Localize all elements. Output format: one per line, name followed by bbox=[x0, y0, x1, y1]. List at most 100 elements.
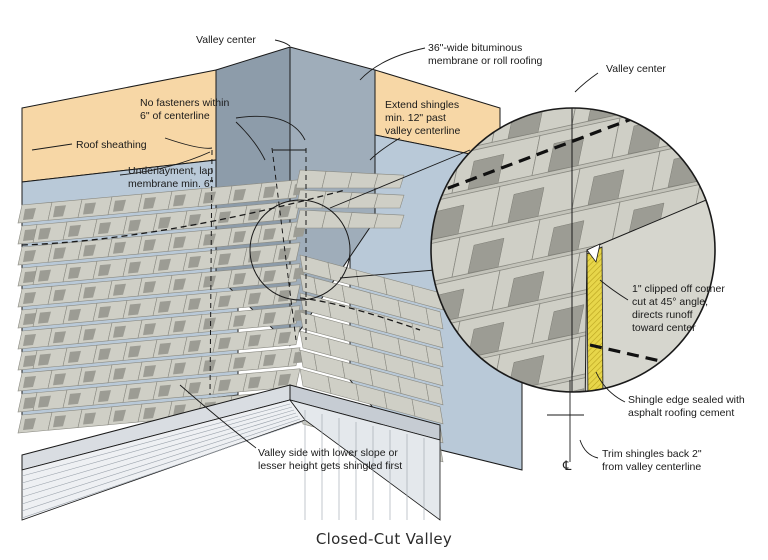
shingle-shadow bbox=[38, 353, 51, 366]
soffit-board bbox=[21, 415, 299, 505]
shingle-shadow bbox=[233, 230, 246, 243]
label-no-fasteners-1: No fasteners within bbox=[140, 97, 229, 109]
soffit-right bbox=[288, 399, 441, 521]
label-valley-center-detail: Valley center bbox=[606, 63, 666, 75]
shingle-shadow bbox=[128, 219, 141, 232]
label-valley-side-1: Valley side with lower slope or bbox=[258, 447, 398, 459]
shingle-shadow bbox=[23, 376, 36, 388]
shingle-shadow bbox=[203, 359, 216, 372]
shingle-shadow bbox=[218, 253, 231, 266]
soffit-board bbox=[21, 403, 291, 477]
shingle-shadow bbox=[233, 356, 246, 369]
label-clipped-4: toward center bbox=[632, 322, 696, 334]
detail-shingle-shadow bbox=[587, 169, 625, 206]
shingle-shadow bbox=[278, 373, 291, 386]
shingle-shadow bbox=[278, 205, 291, 218]
shingle-shadow bbox=[128, 303, 141, 316]
label-membrane-2: membrane or roll roofing bbox=[428, 55, 543, 67]
shingle-shadow bbox=[38, 269, 51, 282]
shingle-shadow bbox=[158, 384, 171, 397]
shingle-shadow bbox=[53, 331, 66, 344]
detail-shingle-shadow bbox=[547, 136, 585, 172]
label-clipped-2: cut at 45° angle, bbox=[632, 296, 708, 308]
soffit-board bbox=[21, 418, 301, 512]
soffit-boards bbox=[21, 403, 425, 520]
shingle-shadow bbox=[218, 379, 231, 392]
label-extend-2: min. 12" past bbox=[385, 112, 446, 124]
shingle-shadow bbox=[23, 355, 36, 367]
shingle-shadow bbox=[98, 306, 111, 319]
chalk-line-left bbox=[21, 189, 346, 246]
detail-shingle-shadow bbox=[467, 237, 505, 274]
shingle-tab bbox=[411, 360, 444, 387]
shingle-shadow bbox=[278, 331, 291, 344]
shingle-shadow bbox=[143, 365, 156, 378]
shingle-shadow bbox=[263, 354, 276, 367]
shingle-shadow bbox=[23, 334, 36, 346]
label-sealed-1: Shingle edge sealed with bbox=[628, 394, 745, 406]
shingle-shadow bbox=[113, 409, 126, 422]
shingle-tab bbox=[411, 398, 444, 425]
shingle-tab bbox=[425, 345, 444, 368]
detail-shingle-tab bbox=[652, 50, 740, 108]
shingle-shadow bbox=[188, 339, 201, 352]
shingle-tab bbox=[295, 209, 327, 229]
shingle-shadow bbox=[38, 227, 51, 240]
shingle-shadow bbox=[233, 272, 246, 285]
shingle-shadow bbox=[188, 381, 201, 394]
shingle-tab bbox=[411, 284, 444, 311]
shingle-tab bbox=[299, 311, 318, 334]
shingle-tab bbox=[373, 193, 405, 209]
shingle-shadow bbox=[143, 323, 156, 336]
shingle-shadow bbox=[203, 317, 216, 330]
shingle-shadow bbox=[263, 186, 276, 199]
fastener-guide-left bbox=[209, 149, 213, 396]
shingle-shadow bbox=[143, 197, 156, 210]
detail-clipped-corner bbox=[586, 243, 601, 263]
shingle-shadow bbox=[218, 337, 231, 350]
detail-connector-bottom bbox=[339, 269, 436, 279]
shingle-shadow bbox=[248, 292, 261, 305]
shingle-shadow bbox=[98, 348, 111, 361]
shingle-shadow bbox=[203, 191, 216, 204]
detail-shingle-tab bbox=[691, 334, 715, 392]
shingle-shadow bbox=[68, 308, 81, 321]
shingle-shadow bbox=[293, 225, 306, 238]
shingle-shadow bbox=[113, 367, 126, 380]
soffit-board bbox=[21, 421, 303, 519]
shingle-shadow bbox=[113, 241, 126, 254]
label-valley-center-main: Valley center bbox=[196, 34, 256, 46]
detail-shingle-shadow bbox=[507, 187, 545, 223]
shingle-shadow bbox=[263, 228, 276, 241]
shingle-shadow bbox=[218, 295, 231, 308]
detail-chalk-line-top bbox=[431, 110, 651, 197]
shingle-shadow bbox=[23, 397, 36, 409]
shingle-shadow bbox=[113, 283, 126, 296]
shingle-shadow bbox=[248, 376, 261, 389]
figure-caption: Closed-Cut Valley bbox=[316, 530, 452, 548]
shingle-shadow bbox=[248, 208, 261, 221]
shingle-shadow bbox=[23, 208, 36, 220]
shingle-shadow bbox=[218, 211, 231, 224]
shingle-tab bbox=[299, 349, 318, 372]
label-underlayment-2: membrane min. 6" bbox=[128, 178, 214, 190]
label-trim-2: from valley centerline bbox=[602, 461, 701, 473]
label-clipped-3: directs runoff bbox=[632, 309, 693, 321]
label-no-fasteners-2: 6" of centerline bbox=[140, 110, 210, 122]
shingle-shadow bbox=[83, 328, 96, 341]
shingle-shadow bbox=[68, 224, 81, 237]
shingle-shadow bbox=[203, 275, 216, 288]
shingle-shadow bbox=[98, 390, 111, 403]
shingle-tab bbox=[295, 169, 327, 189]
shingle-shadow bbox=[83, 244, 96, 257]
shingle-shadow bbox=[53, 289, 66, 302]
soffit-board bbox=[21, 409, 295, 491]
shingle-tab bbox=[347, 192, 379, 209]
shingle-shadow bbox=[23, 229, 36, 241]
shingle-shadow bbox=[23, 292, 36, 304]
detail-shingle-shadow bbox=[547, 388, 585, 392]
detail-shingle-shadow bbox=[547, 220, 585, 256]
shingle-shadow bbox=[173, 320, 186, 333]
shingle-tab bbox=[347, 212, 379, 229]
shingle-shadow bbox=[68, 392, 81, 405]
